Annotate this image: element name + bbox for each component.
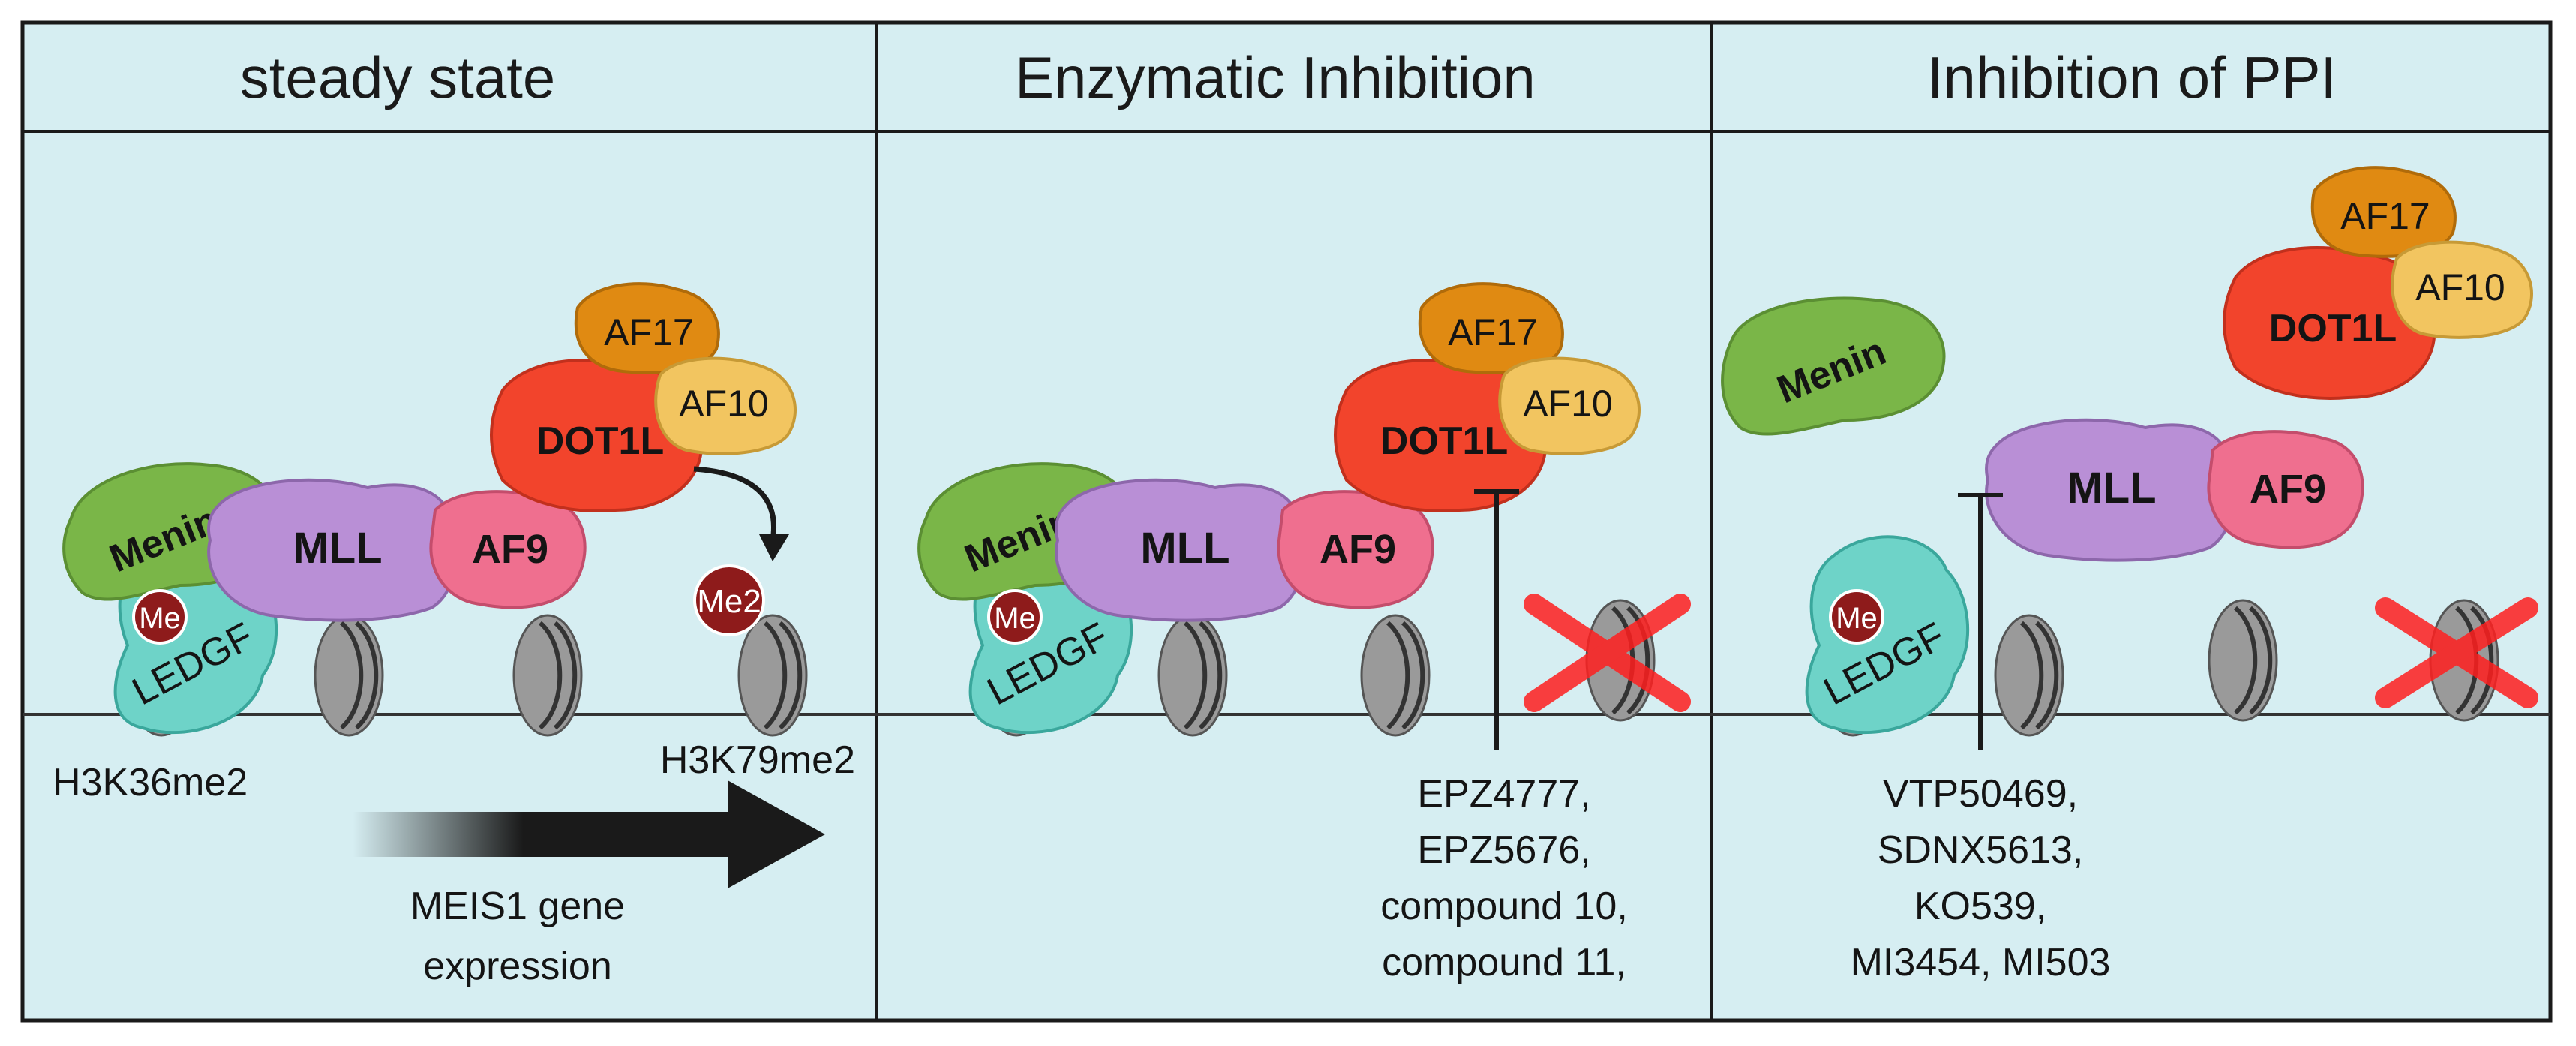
nucleosome: [2208, 599, 2278, 722]
me2-bead: [693, 564, 765, 636]
panel-steady-state: LEDGF Menin Me MLL AF9 DOT1L AF17 AF10 M…: [53, 282, 855, 988]
panel-title-steady: steady state: [240, 44, 556, 110]
nucleosome: [737, 614, 808, 737]
me-bead: [987, 589, 1043, 645]
nucleosome: [1157, 614, 1228, 737]
ledgf-protein: [1805, 535, 1970, 735]
af17-label: AF17: [2340, 195, 2430, 237]
mll-label: MLL: [293, 524, 382, 573]
inhibitor-line-4: compound 11,: [1382, 941, 1626, 984]
dot1l-label: DOT1L: [1380, 419, 1508, 463]
af17-label: AF17: [604, 311, 694, 353]
af9-label: AF9: [1320, 527, 1396, 572]
af17-protein: [1418, 282, 1564, 374]
af9-label: AF9: [2250, 467, 2326, 512]
panel-title-enzymatic: Enzymatic Inhibition: [1015, 44, 1536, 110]
inhibitor-line-2: SDNX5613,: [1878, 828, 2084, 872]
methylation-arrow: [693, 466, 776, 541]
me-label: Me: [139, 602, 181, 635]
af10-label: AF10: [2415, 266, 2505, 308]
inhibitor-line-3: KO539,: [1914, 885, 2046, 928]
me-bead: [132, 589, 188, 645]
cross-mark: [2375, 597, 2538, 708]
inhibitor-line-3: compound 10,: [1380, 885, 1628, 928]
nucleosome: [1360, 614, 1431, 737]
af17-protein: [2310, 166, 2457, 258]
af10-protein: [1498, 356, 1641, 455]
inhibitor-line-1: EPZ4777,: [1417, 772, 1590, 816]
me-bead: [1829, 589, 1884, 645]
me2-label: Me2: [697, 583, 761, 620]
menin-protein: [1721, 296, 1946, 436]
mll-protein: [1055, 478, 1308, 622]
nucleosome: [1994, 614, 2064, 737]
af10-label: AF10: [679, 383, 769, 425]
inhibitor-line-4: MI3454, MI503: [1851, 941, 2111, 984]
panel-title-ppi: Inhibition of PPI: [1927, 44, 2337, 110]
mark-h3k36me2: H3K36me2: [53, 761, 248, 804]
panel-ppi-inhibition: LEDGF Me Menin MLL AF9 DOT1L AF17 AF10 V…: [1721, 166, 2538, 984]
dot1l-label: DOT1L: [2269, 307, 2397, 350]
inhibitor-line-2: EPZ5676,: [1417, 828, 1590, 872]
expression-arrow-shaft: [353, 812, 731, 857]
af10-protein: [2391, 240, 2533, 339]
panel-enzymatic-inhibition: LEDGF Menin Me MLL AF9 DOT1L AF17 AF10 E…: [917, 282, 1691, 984]
nucleosome: [512, 614, 583, 737]
cross-mark: [1524, 594, 1691, 712]
nucleosome: [314, 614, 384, 737]
mark-h3k79me2: H3K79me2: [660, 738, 855, 782]
af9-label: AF9: [472, 527, 548, 572]
me-label: Me: [994, 602, 1036, 635]
af9-protein: [2207, 430, 2364, 549]
inhibitor-line-1: VTP50469,: [1883, 772, 2078, 816]
mll-label: MLL: [1140, 524, 1229, 573]
mll-protein: [1985, 418, 2238, 562]
expression-line-2: expression: [423, 945, 611, 988]
expression-arrow-head: [728, 780, 825, 888]
me-label: Me: [1836, 602, 1878, 635]
dot1l-label: DOT1L: [536, 419, 664, 463]
af17-protein: [574, 282, 720, 374]
af9-protein: [1277, 490, 1434, 609]
af10-label: AF10: [1523, 383, 1613, 425]
expression-line-1: MEIS1 gene: [410, 885, 625, 928]
methylation-arrow-head: [759, 534, 789, 561]
af10-protein: [654, 356, 797, 455]
mll-protein: [207, 478, 460, 622]
mll-label: MLL: [2067, 464, 2156, 512]
af17-label: AF17: [1448, 311, 1538, 353]
af9-protein: [429, 490, 587, 609]
